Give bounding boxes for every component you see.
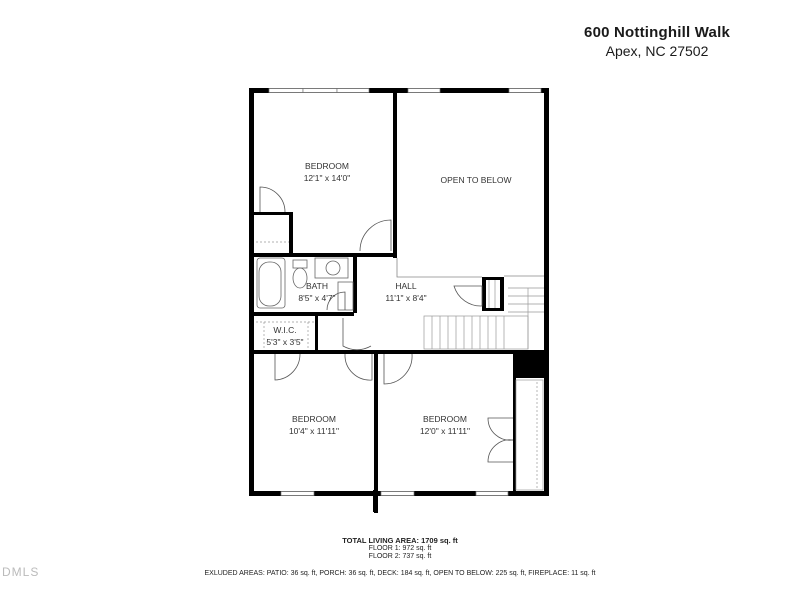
excluded-areas: EXLUDED AREAS: PATIO: 36 sq. ft, PORCH: … bbox=[204, 570, 596, 577]
bath-fixtures bbox=[256, 257, 354, 311]
doors bbox=[259, 186, 514, 463]
room-hall: HALL 11'1" x 8'4" bbox=[385, 281, 427, 303]
floor2-area: FLOOR 2: 737 sq. ft bbox=[368, 553, 432, 560]
street-address: 600 Nottinghill Walk bbox=[584, 24, 730, 41]
room-bedroom-2: BEDROOM 10'4" x 11'11" bbox=[288, 414, 340, 436]
room-bath: BATH 8'5" x 4'7" bbox=[298, 281, 336, 303]
total-living-area: TOTAL LIVING AREA: 1709 sq. ft bbox=[342, 536, 458, 545]
room-open-to-below: OPEN TO BELOW bbox=[440, 175, 512, 185]
stairs bbox=[423, 280, 544, 350]
closet-shelves bbox=[256, 241, 538, 489]
interior-walls bbox=[254, 93, 546, 513]
room-bedroom-3: BEDROOM 12'0" x 11'11" bbox=[419, 414, 471, 436]
top-windows bbox=[268, 88, 542, 93]
address-block: 600 Nottinghill Walk Apex, NC 27502 bbox=[584, 24, 730, 59]
city-state-zip: Apex, NC 27502 bbox=[605, 43, 709, 59]
floor1-area: FLOOR 1: 972 sq. ft bbox=[368, 545, 432, 552]
railing bbox=[396, 258, 544, 278]
bottom-windows bbox=[280, 491, 509, 496]
room-bedroom-1: BEDROOM 12'1" x 14'0" bbox=[303, 161, 351, 183]
watermark-logo: DMLS bbox=[2, 565, 40, 579]
room-wic: W.I.C. 5'3" x 3'5" bbox=[266, 325, 304, 347]
